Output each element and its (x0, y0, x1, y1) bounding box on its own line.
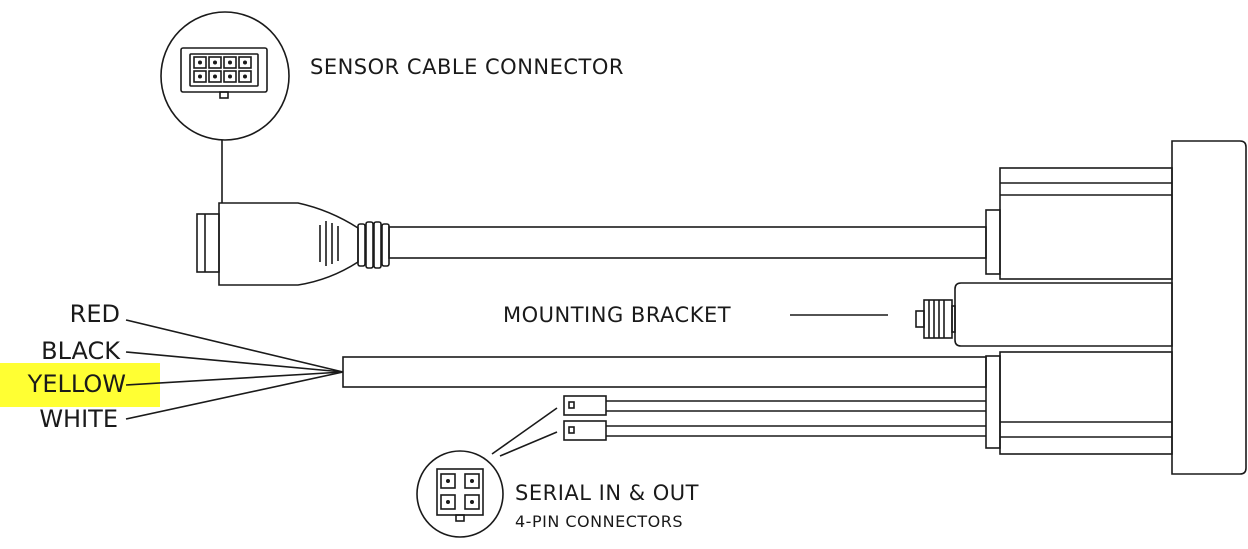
wire-bundle (125, 319, 987, 420)
sensor-cable-connector-label: SENSOR CABLE CONNECTOR (310, 55, 625, 79)
sensor-cable-plug (196, 202, 987, 286)
four-pin-connectors-label: 4-PIN CONNECTORS (515, 512, 683, 531)
serial-connector-callout (416, 450, 504, 538)
mounting-bracket (790, 282, 1173, 347)
serial-cables (491, 395, 986, 457)
gauge-body (985, 140, 1247, 475)
wire-label-white: WHITE (39, 405, 118, 433)
wire-label-yellow: YELLOW (27, 370, 126, 398)
sensor-connector-callout (160, 11, 290, 203)
mounting-bracket-label: MOUNTING BRACKET (503, 303, 732, 327)
wire-label-black: BLACK (41, 337, 120, 365)
serial-in-out-label: SERIAL IN & OUT (515, 481, 699, 505)
wire-label-red: RED (69, 300, 120, 328)
